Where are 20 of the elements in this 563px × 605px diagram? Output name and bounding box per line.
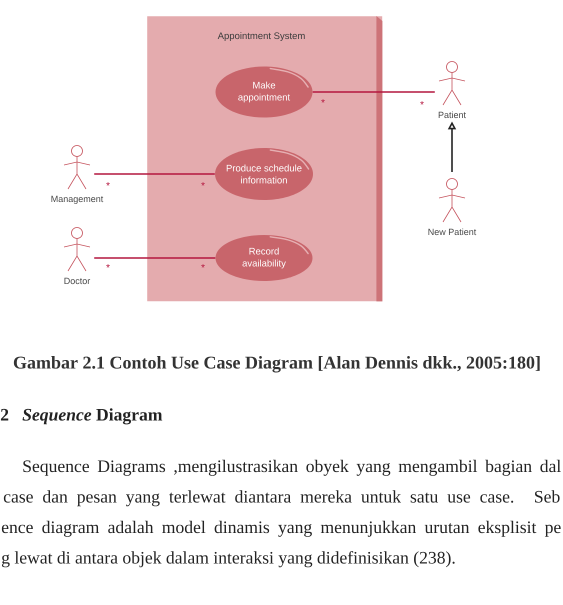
association-line — [94, 257, 216, 259]
figure-caption: Gambar 2.1 Contoh Use Case Diagram [Alan Dennis dkk., 2005:180] — [14, 356, 540, 372]
section-heading: Sequence Diagram — [22, 408, 162, 424]
actor-name: New Patient — [428, 228, 476, 236]
multiplicity-label: * — [321, 99, 325, 103]
paragraph-line: Sequence Diagrams ,mengilustrasikan obyek yang mengambil bagian dal — [23, 460, 561, 476]
paragraph-line: g lewat di antara objek dalam interaksi yang didefinisikan (238). — [2, 551, 455, 568]
association-line — [94, 173, 215, 175]
actor-name: Patient — [438, 111, 466, 118]
paragraph-line: case dan pesan yang terlewat diantara mereka untuk satu use case. Seb — [4, 490, 560, 506]
multiplicity-label: * — [106, 182, 110, 186]
multiplicity-label: * — [201, 264, 205, 268]
multiplicity-label: * — [106, 264, 110, 268]
multiplicity-label: * — [201, 182, 205, 186]
section-number: 2 — [0, 408, 8, 420]
paragraph-line: ence diagram adalah model dinamis yang menunjukkan urutan eksplisit pe — [2, 520, 561, 537]
actor-name: Doctor — [64, 278, 90, 284]
actor-name: Management — [51, 196, 104, 204]
multiplicity-label: * — [420, 101, 424, 105]
association-line — [312, 91, 435, 93]
